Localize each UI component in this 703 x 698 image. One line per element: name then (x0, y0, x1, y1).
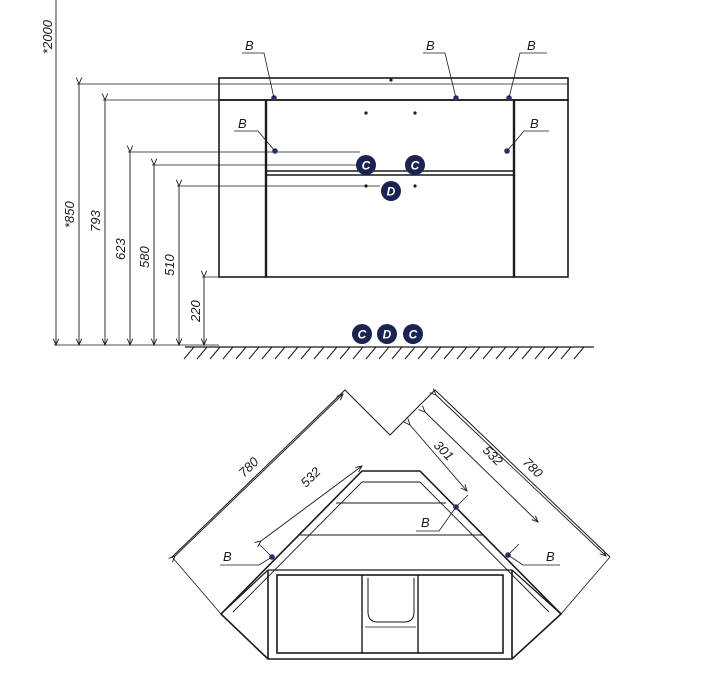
dim-height-623: 623 (113, 238, 128, 260)
badge-c-right: C (411, 159, 420, 173)
dim-height-510: 510 (162, 254, 177, 276)
floor-badge-c-right: C (409, 328, 418, 342)
dim-overall-height: *2000 (40, 19, 55, 54)
floor-badge-c-left: C (358, 328, 367, 342)
height-dimensions: *2000 *850 793 623 580 510 220 (40, 0, 380, 345)
plan-marker-b-left: B (223, 549, 232, 564)
marker-b-top-right: B (527, 38, 536, 53)
b-callouts-front: B B B B B (234, 38, 549, 154)
dim-height-580: 580 (137, 246, 152, 268)
corner-walls (171, 389, 611, 615)
dim-height-850: *850 (62, 200, 77, 228)
b-callouts-plan: B B B (220, 504, 560, 566)
floor-badge-d: D (383, 328, 392, 342)
marker-b-top-mid: B (426, 38, 435, 53)
dim-right-532: 532 (480, 443, 506, 469)
cabinet-plan (219, 470, 563, 660)
dim-right-780: 780 (520, 455, 546, 481)
dim-left-532: 532 (298, 464, 324, 490)
cd-badges-front: C C D C D C (352, 155, 425, 344)
marker-b-top-left: B (245, 38, 254, 53)
badge-c-left: C (362, 159, 371, 173)
front-view: *2000 *850 793 623 580 510 220 B B B B B (40, 0, 594, 360)
floor-hatch (183, 346, 594, 360)
plan-marker-b-center: B (421, 515, 430, 530)
top-view: 780 532 301 532 780 B B B (171, 389, 611, 660)
dim-height-793: 793 (88, 210, 103, 232)
marker-b-mid-right: B (530, 116, 539, 131)
plan-dimensions: 780 532 301 532 780 (175, 394, 606, 556)
marker-b-mid-left: B (238, 116, 247, 131)
cabinet-front (218, 77, 569, 278)
badge-d: D (387, 185, 396, 199)
plan-marker-b-right: B (546, 549, 555, 564)
dim-right-301: 301 (431, 438, 457, 464)
dim-height-220: 220 (188, 300, 203, 323)
